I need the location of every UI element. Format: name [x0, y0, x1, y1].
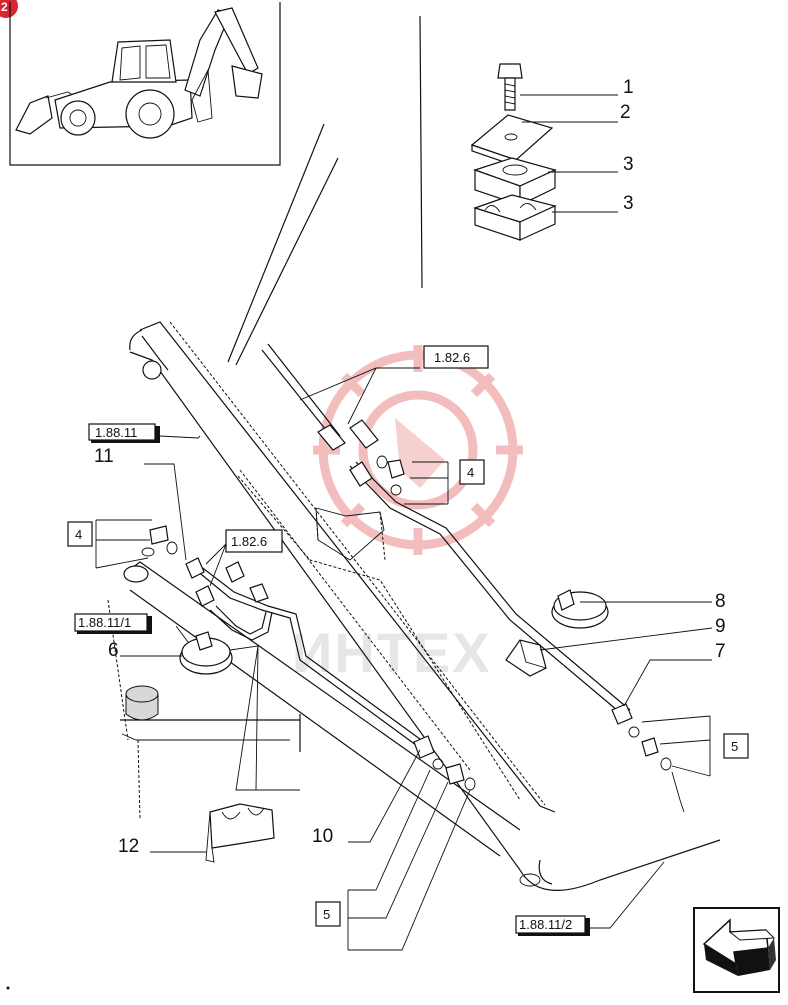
callout-1[interactable]: 1	[623, 77, 634, 98]
box-5-right[interactable]: 5	[723, 733, 749, 759]
callout-3a[interactable]: 3	[623, 154, 634, 175]
svg-text:5: 5	[731, 739, 738, 754]
svg-text:4: 4	[467, 465, 474, 480]
callout-8[interactable]: 8	[715, 591, 726, 612]
leader-thumb-1	[227, 123, 325, 363]
callout-7[interactable]: 7	[715, 641, 726, 662]
hydraulic-tube-lower	[185, 557, 435, 759]
o-rings-lower	[141, 525, 476, 791]
hydraulic-tube-upper	[261, 343, 633, 725]
group-bracket-4-left	[95, 519, 152, 569]
support-bracket-9	[505, 639, 547, 677]
callout-10[interactable]: 10	[312, 826, 333, 847]
callout-9[interactable]: 9	[715, 616, 726, 637]
svg-text:1.88.11/1: 1.88.11/1	[78, 615, 131, 630]
hose-clamp-8	[551, 589, 609, 629]
svg-text:1.82.6: 1.82.6	[231, 534, 267, 549]
clamp-half-lower	[473, 194, 557, 241]
clamp-bolt	[497, 63, 523, 111]
callout-3b[interactable]: 3	[623, 193, 634, 214]
cylinder-lower	[107, 561, 521, 857]
ref-1-88-11-2[interactable]: 1.88.11/2	[515, 915, 590, 936]
group-bracket-5-bottom	[347, 769, 471, 951]
leader-lines-clamp	[520, 94, 618, 213]
box-5-bottom[interactable]: 5	[315, 901, 341, 927]
corner-dot	[6, 986, 10, 990]
box-4-top[interactable]: 4	[459, 459, 485, 485]
leader-thumb-3	[235, 157, 339, 366]
svg-text:4: 4	[75, 527, 82, 542]
callout-12[interactable]: 12	[118, 836, 139, 857]
ref-1-82-6-top[interactable]: 1.82.6	[423, 345, 489, 369]
hose-clamp-6	[179, 631, 233, 675]
support-bracket-12	[205, 803, 275, 863]
boom-outline	[129, 321, 721, 891]
group-bracket-5-right	[641, 715, 711, 777]
next-page-arrow-icon[interactable]	[693, 907, 780, 993]
ref-1-88-11[interactable]: 1.88.11	[88, 423, 160, 443]
svg-text:2: 2	[1, 0, 8, 14]
callout-6[interactable]: 6	[108, 640, 119, 661]
svg-text:1.88.11: 1.88.11	[95, 425, 137, 440]
box-4-left[interactable]: 4	[67, 521, 93, 547]
group-bracket-4-top	[404, 461, 449, 505]
ref-1-82-6-mid[interactable]: 1.82.6	[225, 529, 283, 553]
watermark-gear-icon	[313, 345, 523, 555]
backhoe-loader-icon	[15, 7, 263, 139]
o-rings-upper	[376, 455, 685, 813]
leader-lines	[120, 367, 713, 929]
callout-2[interactable]: 2	[620, 102, 631, 123]
ref-1-88-11-1[interactable]: 1.88.11/1	[74, 613, 152, 634]
leader-thumb-2	[419, 15, 423, 289]
protective-cap	[125, 685, 159, 721]
svg-text:1.82.6: 1.82.6	[434, 350, 470, 365]
svg-text:1.88.11/2: 1.88.11/2	[519, 917, 572, 932]
corner-badge: 2	[0, 0, 18, 18]
callout-11[interactable]: 11	[94, 446, 114, 467]
watermark-text: ИНТЕХ	[292, 621, 492, 684]
svg-text:5: 5	[323, 907, 330, 922]
thumbnail-frame	[9, 2, 281, 166]
